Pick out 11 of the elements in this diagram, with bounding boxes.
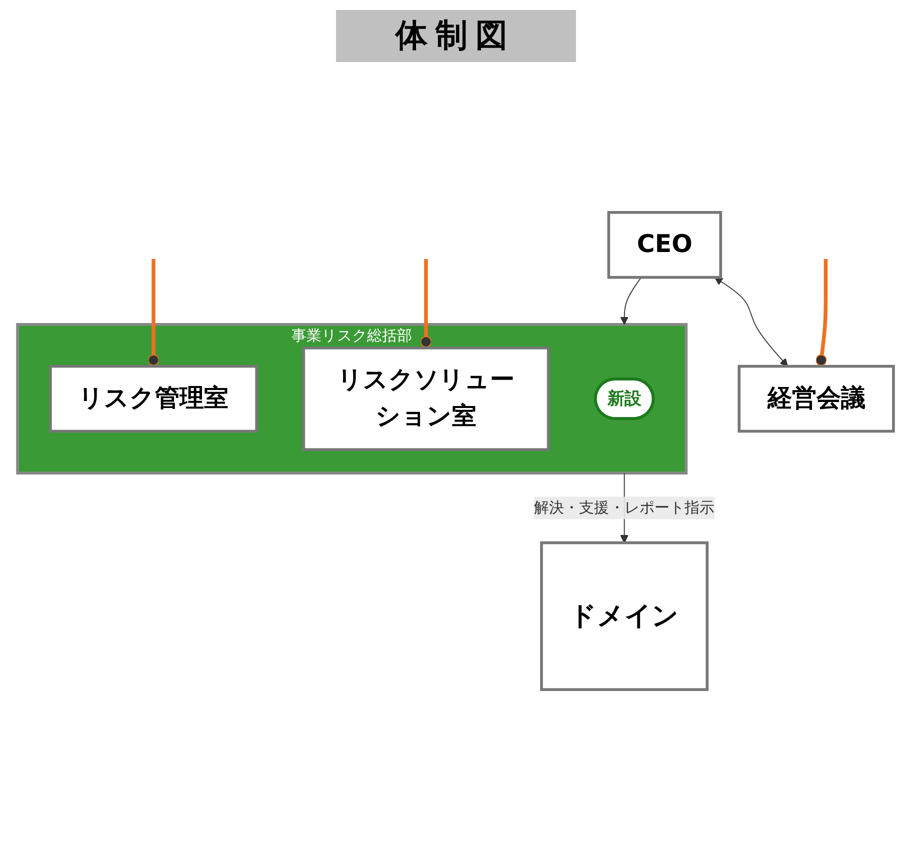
connector: [420, 259, 432, 348]
arrow: [714, 277, 788, 367]
node-box: CEO: [607, 211, 722, 279]
arrow: [620, 276, 642, 325]
node-box: ドメイン: [540, 541, 709, 691]
edge-label: 解決・支援・レポート指示: [534, 498, 715, 516]
connector: [816, 259, 828, 367]
title: 体制図: [336, 10, 576, 62]
node-box: リスクソリューション室: [302, 346, 550, 451]
connector: [148, 259, 160, 366]
node-box: リスク管理室: [49, 364, 258, 433]
